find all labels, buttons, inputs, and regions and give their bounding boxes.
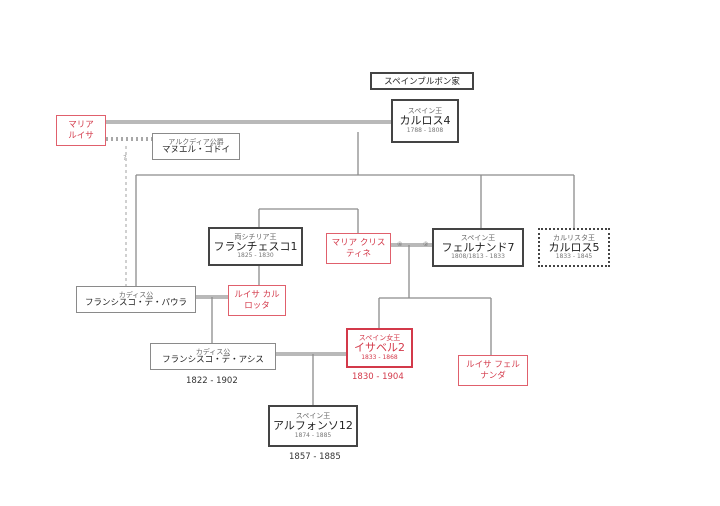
lifespan-isabel2: 1830 - 1904 [352, 372, 404, 382]
person-title: アルクディア公爵 [168, 137, 224, 146]
person-title: カディス公 [195, 347, 231, 356]
person-name: カルロス5 [548, 240, 600, 254]
person-title: カディス公 [118, 290, 154, 299]
reign-years: 1833 - 1845 [555, 253, 593, 261]
person-name: フェルナンド7 [441, 240, 515, 254]
person-name: アルフォンソ12 [273, 419, 353, 433]
person-luisa-fernanda[interactable]: ルイサ フェルナンダ [458, 355, 528, 386]
person-title: スペイン王 [407, 107, 443, 116]
person-name: イサベル2 [354, 341, 405, 355]
person-title: カルリスタ王 [553, 233, 595, 242]
person-maria-luisa[interactable]: マリア ルイサ [56, 115, 106, 146]
person-name: ルイサ カルロッタ [234, 289, 280, 311]
person-name: フランシスコ・デ・パウラ [84, 297, 187, 308]
person-luisa-carlota[interactable]: ルイサ カルロッタ [228, 285, 286, 316]
person-title: スペイン王 [460, 233, 496, 242]
person-name: フランシスコ・デ・アシス [162, 354, 264, 365]
person-title: 両シチリア王 [234, 232, 277, 241]
person-francisco-paula[interactable]: カディス公 フランシスコ・デ・パウラ [76, 286, 196, 313]
person-name: フランチェスコ1 [213, 239, 298, 253]
reign-years: 1874 - 1885 [294, 431, 332, 439]
person-title: スペイン女王 [358, 334, 401, 343]
house-title-box: スペインブルボン家 [370, 72, 474, 90]
person-carlos5[interactable]: カルリスタ王 カルロス5 1833 - 1845 [538, 228, 610, 267]
person-godoy[interactable]: アルクディア公爵 マヌエル・ゴドイ [152, 133, 240, 160]
person-carlos4[interactable]: スペイン王 カルロス4 1788 - 1808 [391, 99, 459, 143]
person-francesco1[interactable]: 両シチリア王 フランチェスコ1 1825 - 1830 [208, 227, 303, 266]
person-name: マヌエル・ゴドイ [161, 144, 230, 155]
reign-years: 1788 - 1808 [406, 126, 444, 134]
person-alfonso12[interactable]: スペイン王 アルフォンソ12 1874 - 1885 [268, 405, 358, 447]
marriage-order-mark: ② [423, 241, 429, 248]
question-mark: ? [123, 154, 127, 162]
person-name: ルイサ フェルナンダ [466, 359, 520, 381]
lifespan-alfonso12: 1857 - 1885 [289, 452, 341, 462]
reign-years: 1808/1813 - 1833 [451, 253, 505, 261]
reign-years: 1833 - 1868 [361, 353, 398, 361]
person-francisco-asis[interactable]: カディス公 フランシスコ・デ・アシス [150, 343, 276, 370]
person-fernando7[interactable]: スペイン王 フェルナンド7 1808/1813 - 1833 [432, 228, 524, 267]
person-name: マリア クリスティネ [331, 237, 386, 259]
marriage-order-mark: ④ [397, 241, 403, 248]
person-name: マリア ルイサ [68, 119, 94, 141]
person-title: スペイン王 [295, 412, 331, 421]
house-title: スペインブルボン家 [384, 77, 460, 87]
person-isabel2[interactable]: スペイン女王 イサベル2 1833 - 1868 [346, 328, 413, 368]
person-maria-cristina[interactable]: マリア クリスティネ [326, 233, 391, 264]
lifespan-francisco-asis: 1822 - 1902 [186, 376, 238, 386]
reign-years: 1825 - 1830 [237, 252, 274, 260]
person-name: カルロス4 [399, 114, 451, 128]
